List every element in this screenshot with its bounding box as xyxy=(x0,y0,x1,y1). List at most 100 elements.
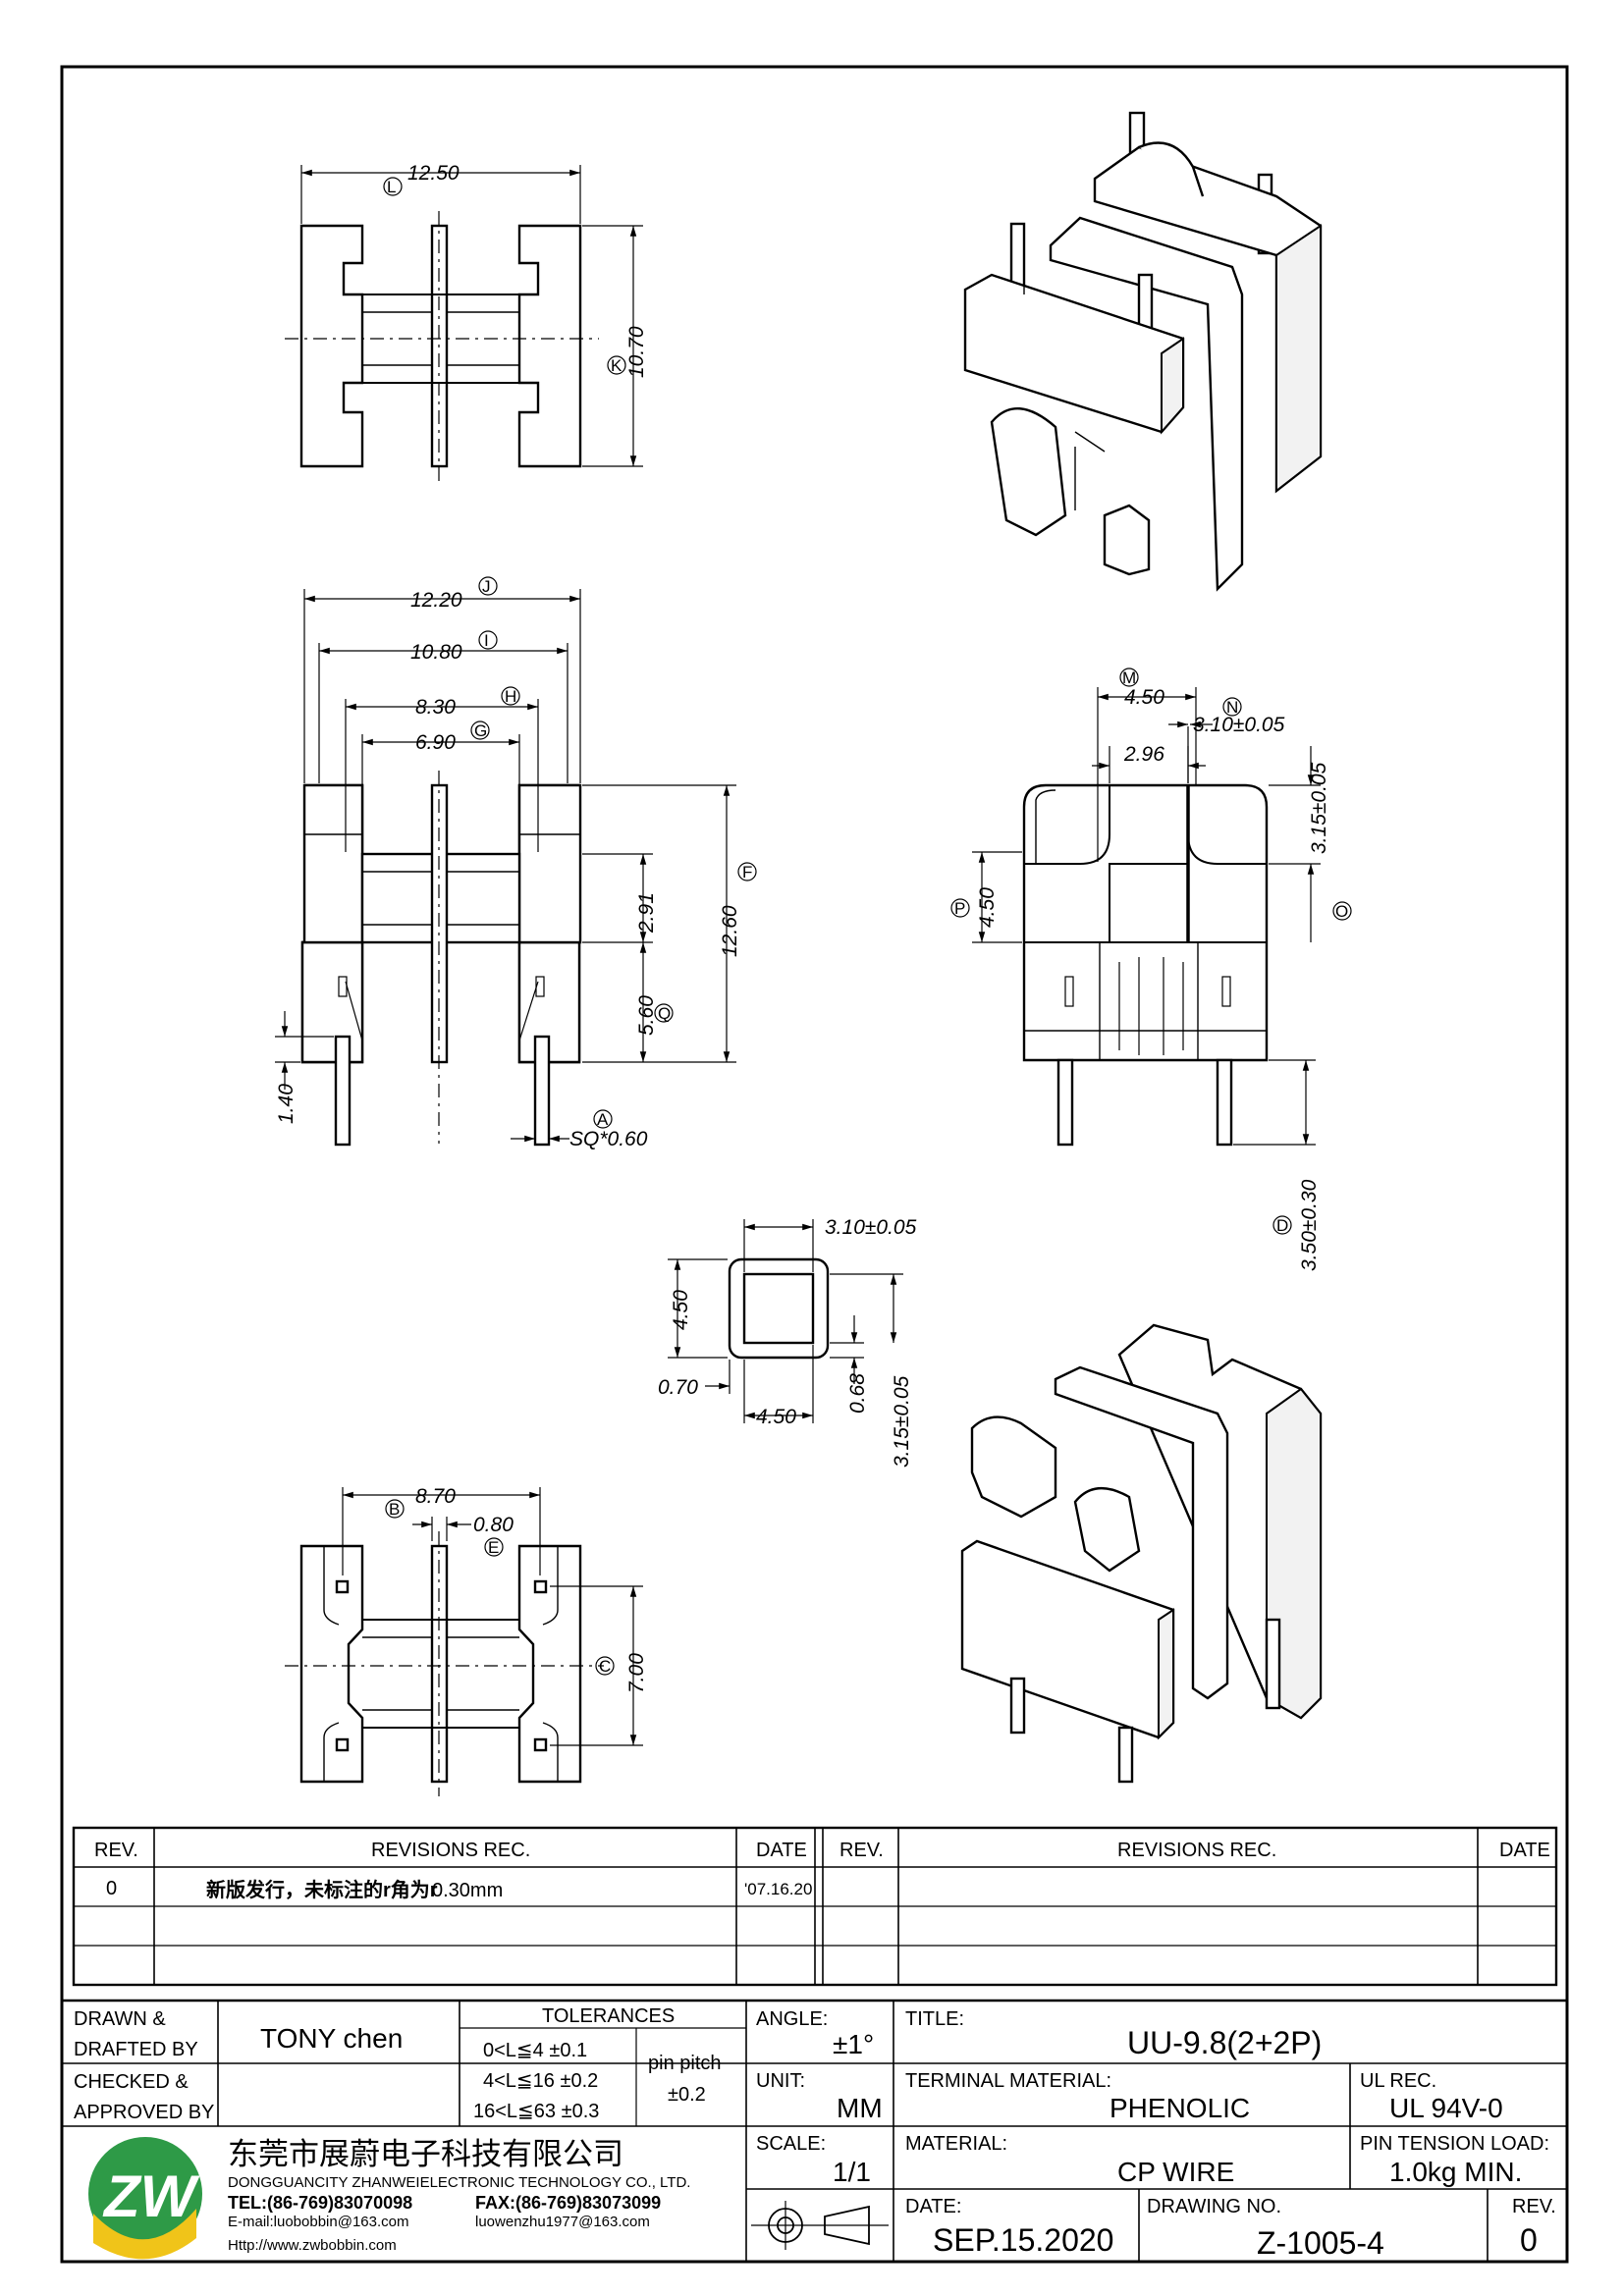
scale-value: 1/1 xyxy=(833,2157,871,2187)
dim-I-value: 10.80 xyxy=(410,641,462,664)
label-P: P xyxy=(954,899,965,918)
dim-1-40-value: 1.40 xyxy=(275,1084,298,1124)
drawn-by-label-2: DRAFTED BY xyxy=(74,2039,198,2060)
drawn-by-value: TONY chen xyxy=(260,2023,403,2054)
company-logo: ZW xyxy=(88,2137,202,2260)
dim-H-value: 8.30 xyxy=(415,696,456,719)
label-O-bubble xyxy=(1332,901,1352,921)
dim-M-value: 4.50 xyxy=(1124,686,1164,709)
rev-row-0-date: '07.16.20 xyxy=(744,1880,812,1898)
label-J-bubble xyxy=(478,576,498,596)
date-header-right: DATE xyxy=(1499,1840,1550,1861)
rev-header-left: REV. xyxy=(94,1840,138,1861)
dim-D-value: 3.50±0.30 xyxy=(1298,1179,1321,1271)
rev-header-right: REV. xyxy=(839,1840,884,1861)
tolerances-label: TOLERANCES xyxy=(542,2005,675,2027)
label-I: I xyxy=(484,631,489,650)
date-value: SEP.15.2020 xyxy=(933,2222,1113,2258)
label-Q: Q xyxy=(658,1004,671,1023)
label-L-bubble xyxy=(383,177,403,196)
section-height-value: 4.50 xyxy=(670,1290,692,1330)
section-068-value: 0.68 xyxy=(846,1373,869,1414)
revisions-header-left: REVISIONS REC. xyxy=(371,1840,530,1861)
dim-P-value: 4.50 xyxy=(976,887,999,928)
ul-rec-label: UL REC. xyxy=(1360,2070,1436,2092)
company-fax: FAX:(86-769)83073099 xyxy=(475,2193,661,2213)
angle-value: ±1° xyxy=(833,2029,874,2059)
terminal-material-label: TERMINAL MATERIAL: xyxy=(905,2070,1111,2092)
label-N: N xyxy=(1226,698,1238,717)
company-name-cn: 东莞市展蔚电子科技有限公司 xyxy=(228,2137,623,2171)
rev-row-0-text: 新版发行，未标注的r角为r xyxy=(206,1878,438,1901)
label-E: E xyxy=(488,1538,499,1557)
dim-G-value: 6.90 xyxy=(415,731,456,754)
dim-N-value: 3.10±0.05 xyxy=(1193,714,1285,736)
label-P-bubble xyxy=(950,898,970,918)
label-C: C xyxy=(599,1657,611,1676)
label-B-bubble xyxy=(385,1499,405,1519)
label-G-bubble xyxy=(470,721,490,740)
dim-J-value: 12.20 xyxy=(410,589,462,612)
company-email-2: luowenzhu1977@163.com xyxy=(475,2214,650,2230)
dim-O-value: 3.15±0.05 xyxy=(1308,762,1330,854)
isometric-view-top xyxy=(963,111,1323,592)
drawing-no-value: Z-1005-4 xyxy=(1257,2225,1384,2261)
date-header-left: DATE xyxy=(756,1840,807,1861)
label-A: A xyxy=(597,1110,609,1129)
unit-label: UNIT: xyxy=(756,2070,805,2092)
label-D-bubble xyxy=(1272,1215,1292,1235)
section-315-value: 3.15±0.05 xyxy=(891,1375,913,1468)
scale-label: SCALE: xyxy=(756,2133,826,2155)
rev-row-0-rev: 0 xyxy=(106,1878,117,1899)
pin-pitch-label: pin pitch xyxy=(648,2053,722,2074)
checked-label-1: CHECKED & xyxy=(74,2071,189,2093)
drawing-no-label: DRAWING NO. xyxy=(1147,2196,1281,2217)
label-L: L xyxy=(387,178,396,196)
label-M-bubble xyxy=(1119,667,1139,687)
dim-C-value: 7.00 xyxy=(625,1653,648,1693)
pin-tension-label: PIN TENSION LOAD: xyxy=(1360,2133,1549,2155)
unit-value: MM xyxy=(837,2093,883,2123)
section-width-value: 3.10±0.05 xyxy=(825,1216,917,1239)
label-F-bubble xyxy=(737,862,757,881)
front-view: 12.20 J 10.80 I 8.30 H 6.90 G 12.60 F xyxy=(275,576,757,1150)
company-name-en: DONGGUANCITY ZHANWEIELECTRONIC TECHNOLOG… xyxy=(228,2174,690,2191)
rev-value: 0 xyxy=(1520,2222,1538,2258)
section-inner-value: 4.50 xyxy=(756,1406,796,1428)
company-tel: TEL:(86-769)83070098 xyxy=(228,2193,412,2213)
title-label: TITLE: xyxy=(905,2008,964,2030)
label-H-bubble xyxy=(501,686,520,706)
ul-rec-value: UL 94V-0 xyxy=(1389,2093,1503,2123)
company-web: Http://www.zwbobbin.com xyxy=(228,2237,397,2254)
label-E-bubble xyxy=(484,1537,504,1557)
label-M: M xyxy=(1122,668,1136,687)
side-view: 4.50 M 3.10±0.05 N 2.96 4.50 P 3.15±0.05… xyxy=(950,667,1352,1271)
label-H: H xyxy=(505,687,516,706)
label-K: K xyxy=(611,356,623,375)
tolerance-row-1: 0<L≦4 ±0.1 xyxy=(483,2040,587,2061)
material-label: MATERIAL: xyxy=(905,2133,1007,2155)
angle-label: ANGLE: xyxy=(756,2008,828,2030)
isometric-view-bottom xyxy=(960,1323,1323,1784)
label-F: F xyxy=(742,863,752,881)
dim-A-value: SQ*0.60 xyxy=(569,1128,648,1150)
rev-row-0-value: 0.30mm xyxy=(432,1880,503,1901)
label-A-bubble xyxy=(593,1109,613,1129)
label-Q-bubble xyxy=(654,1003,674,1023)
projection-symbol-icon xyxy=(751,2201,889,2250)
rev-label: REV. xyxy=(1512,2196,1556,2217)
label-C-bubble xyxy=(595,1656,615,1676)
pin-tension-value: 1.0kg MIN. xyxy=(1389,2157,1522,2187)
terminal-material-value: PHENOLIC xyxy=(1110,2093,1250,2123)
dim-F-value: 12.60 xyxy=(719,905,741,957)
tolerance-row-3: 16<L≦63 ±0.3 xyxy=(473,2101,599,2122)
tolerance-row-2: 4<L≦16 ±0.2 xyxy=(483,2070,598,2092)
top-view: 12.50 L 10.70 K xyxy=(285,162,648,481)
dim-Q-value: 5.60 xyxy=(635,995,658,1036)
section-wall-value: 0.70 xyxy=(658,1376,698,1399)
drawn-by-label-1: DRAWN & xyxy=(74,2008,166,2030)
title-block: DRAWN & DRAFTED BY TONY chen CHECKED & A… xyxy=(62,1999,1567,2262)
dim-K-value: 10.70 xyxy=(625,326,648,378)
revisions-table: REV. REVISIONS REC. DATE REV. REVISIONS … xyxy=(72,1826,1558,1987)
title-value: UU-9.8(2+2P) xyxy=(1127,2025,1322,2060)
